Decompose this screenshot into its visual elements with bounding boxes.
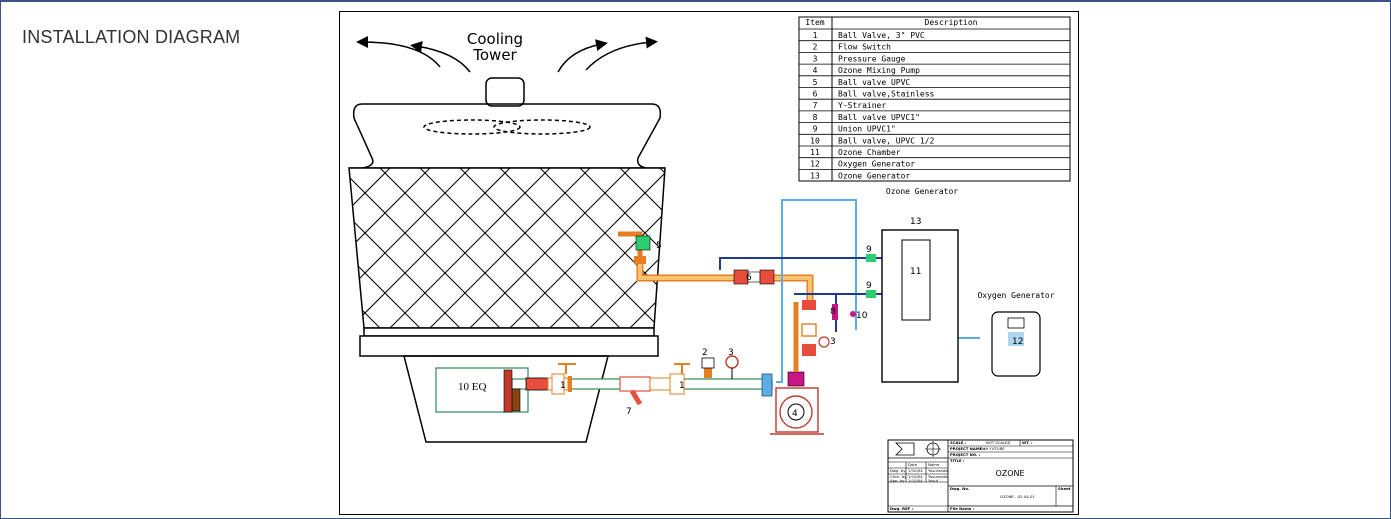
item-description: Ozone Generator <box>838 171 910 180</box>
diagram-drawing: Cooling Tower 10 EQ <box>339 11 1079 515</box>
item-description: Ozone Mixing Pump <box>838 66 920 75</box>
row3-name: Yusuf <box>928 478 939 483</box>
item-number: 9 <box>813 125 818 134</box>
callouts: 1 1 2 3 3 4 5 6 7 8 9 9 10 11 12 13 <box>560 217 1023 419</box>
title-block <box>887 439 1074 513</box>
desc-header: Description <box>925 18 978 27</box>
item-description: Y-Strainer <box>838 101 886 110</box>
ozone-mixing-pump <box>770 302 824 435</box>
date-header: Date <box>908 462 918 467</box>
item-number: 7 <box>813 101 818 110</box>
title-label: TITLE : <box>950 458 965 463</box>
item-number: 6 <box>813 90 818 99</box>
tower-label-2: Tower <box>472 46 517 64</box>
item-number: 8 <box>813 113 818 122</box>
callout-6: 6 <box>746 273 752 283</box>
callout-10: 10 <box>856 311 868 321</box>
item-description: Ball valve UPVC <box>838 78 910 87</box>
flow-switch <box>704 368 712 378</box>
title-value: OZONE <box>995 469 1024 478</box>
dwg-no-label: Dwg. No. <box>950 486 970 491</box>
item-table: Item Description 1 Ball Valve, 3" PVC 2 Flo… <box>798 16 1071 182</box>
item-number: 12 <box>810 160 820 169</box>
row1-label: Dwg. by <box>890 468 906 473</box>
item-number: 13 <box>810 171 820 180</box>
callout-12: 12 <box>1012 337 1023 347</box>
tower-label-1: Cooling <box>467 30 523 48</box>
tower-fill <box>348 167 666 443</box>
row2-date: 1/10/04 <box>908 474 923 479</box>
scale-label: SCALE : <box>950 440 967 445</box>
item-description: Pressure Gauge <box>838 54 906 63</box>
dwg-no-value: OZONE - 02-04-01 <box>1000 494 1035 499</box>
return-pipe <box>618 231 830 356</box>
item-number: 11 <box>810 148 820 157</box>
item-header: Item <box>805 18 824 27</box>
callout-1b: 1 <box>679 381 685 391</box>
item-description: Ball valve,Stainless <box>838 90 935 99</box>
callout-5: 5 <box>656 241 662 251</box>
item-number: 2 <box>813 43 818 52</box>
oxygen-generator <box>991 311 1041 377</box>
dwg-ref-label: Dwg. REF : <box>890 506 914 511</box>
callout-9a: 9 <box>866 245 872 255</box>
row3-label: App. by <box>890 478 905 483</box>
callout-4: 4 <box>792 409 798 419</box>
project-name-value: DAH FUTURE <box>980 446 1005 451</box>
row2-name: Yusuranda <box>928 474 948 479</box>
project-no-label: PROJECT NO. : <box>950 452 981 457</box>
callout-11: 11 <box>910 267 921 277</box>
row1-date: 1/10/04 <box>908 468 923 473</box>
item-description: Ball Valve, 3" PVC <box>838 31 925 40</box>
callout-8: 8 <box>830 307 836 317</box>
item-description: Ball valve, UPVC 1/2 <box>838 136 935 145</box>
item-number: 5 <box>813 78 818 87</box>
scale-value: NOT SCALED <box>986 440 1011 445</box>
callout-1a: 1 <box>560 381 566 391</box>
ozone-generator-label: Ozone Generator <box>886 187 958 196</box>
row2-label: Chck. by <box>890 474 907 479</box>
callout-2: 2 <box>702 348 708 358</box>
item-description: Ozone Chamber <box>838 148 901 157</box>
callout-3b: 3 <box>830 337 836 347</box>
item-number: 4 <box>813 66 818 75</box>
item-description: Flow Switch <box>838 43 891 52</box>
file-name-label: File Name : <box>950 506 975 511</box>
row1-name: Yusuranda <box>928 468 948 473</box>
item-description: Ball valve UPVC1" <box>838 113 920 122</box>
callout-3a: 3 <box>728 348 734 358</box>
fan-motor <box>485 77 525 107</box>
name-header: Name <box>928 462 940 467</box>
title-block-text: SCALE : NOT SCALED WT. : PROJECT NAME : … <box>890 440 1071 511</box>
oxygen-generator-label: Oxygen Generator <box>977 291 1054 300</box>
item-number: 10 <box>810 136 820 145</box>
eq-label: 10 EQ <box>458 381 486 393</box>
ball-valve-1a <box>551 373 565 395</box>
wt-label: WT. : <box>1022 440 1033 445</box>
ball-valve-1b <box>669 373 685 395</box>
ozone-generator <box>881 229 959 383</box>
section-title: INSTALLATION DIAGRAM <box>22 27 241 47</box>
item-description: Union UPVC1" <box>838 125 896 134</box>
ball-valve-5 <box>635 235 651 251</box>
project-name-label: PROJECT NAME : <box>950 446 985 451</box>
suction-pipe <box>503 355 773 413</box>
row3-date: 1/10/04 <box>908 478 923 483</box>
callout-9b: 9 <box>866 281 872 291</box>
callout-13: 13 <box>910 217 921 227</box>
item-description: Oxygen Generator <box>838 160 915 169</box>
callout-7: 7 <box>626 407 632 417</box>
y-strainer <box>619 376 651 392</box>
diagram-svg: Cooling Tower 10 EQ <box>348 16 1074 513</box>
item-number: 1 <box>813 31 818 40</box>
sheet-label: Sheet <box>1058 486 1071 491</box>
item-number: 3 <box>813 54 818 63</box>
